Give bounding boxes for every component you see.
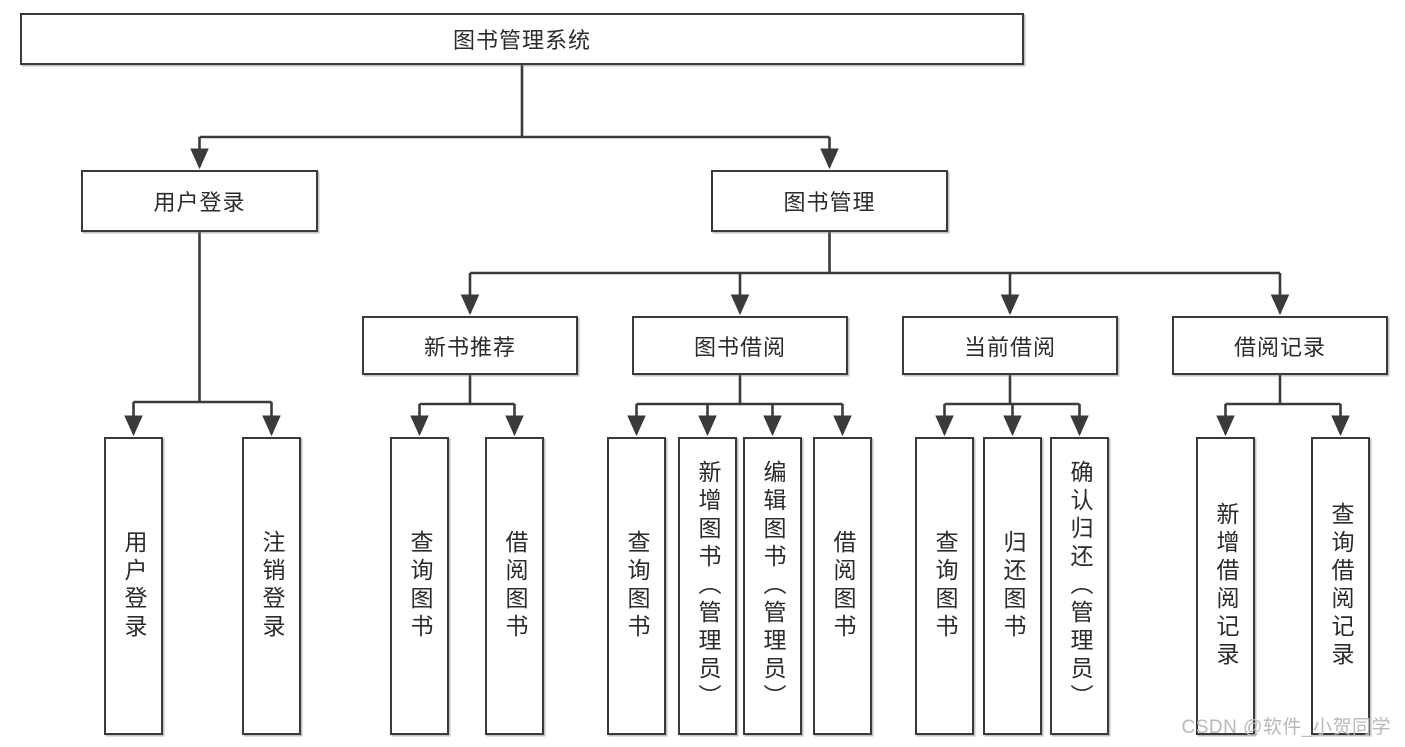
leaf-leaf-borrow-book-rec[interactable]: 借阅图书	[485, 437, 544, 735]
node-book-manage[interactable]: 图书管理	[711, 170, 948, 232]
node-label: 确认归还（管理员）	[1067, 460, 1093, 712]
leaf-leaf-return-book[interactable]: 归还图书	[983, 437, 1042, 735]
node-label: 查询图书	[407, 530, 433, 642]
node-label: 用户登录	[153, 190, 246, 215]
leaf-leaf-query-record[interactable]: 查询借阅记录	[1311, 437, 1370, 735]
node-borrow-record[interactable]: 借阅记录	[1172, 316, 1388, 375]
node-label: 借阅记录	[1233, 334, 1326, 360]
leaf-leaf-borrow-book[interactable]: 借阅图书	[813, 437, 872, 735]
node-label: 新增借阅记录	[1213, 502, 1239, 670]
node-label: 查询图书	[624, 530, 650, 642]
node-user-login[interactable]: 用户登录	[81, 170, 318, 232]
leaf-leaf-query-book-cur[interactable]: 查询图书	[915, 437, 974, 735]
leaf-leaf-confirm-return[interactable]: 确认归还（管理员）	[1050, 437, 1109, 735]
node-label: 查询图书	[932, 530, 958, 642]
node-label: 新增图书（管理员）	[695, 460, 721, 712]
node-label: 当前借阅	[963, 334, 1056, 360]
node-label: 归还图书	[1000, 530, 1026, 642]
node-label: 借阅图书	[502, 530, 528, 642]
node-label: 图书管理系统	[452, 28, 591, 53]
node-root[interactable]: 图书管理系统	[20, 13, 1024, 65]
leaf-leaf-add-record[interactable]: 新增借阅记录	[1196, 437, 1255, 735]
node-label: 用户登录	[121, 530, 147, 642]
node-label: 图书管理	[783, 190, 876, 215]
node-label: 借阅图书	[830, 530, 856, 642]
node-label: 查询借阅记录	[1328, 502, 1354, 670]
leaf-leaf-user-logout[interactable]: 注销登录	[242, 437, 301, 735]
node-label: 编辑图书（管理员）	[760, 460, 786, 712]
node-book-borrow[interactable]: 图书借阅	[632, 316, 848, 375]
node-label: 新书推荐	[423, 334, 516, 360]
node-new-book-rec[interactable]: 新书推荐	[362, 316, 578, 375]
leaf-leaf-edit-book[interactable]: 编辑图书（管理员）	[743, 437, 802, 735]
leaf-leaf-query-book-rec[interactable]: 查询图书	[390, 437, 449, 735]
leaf-leaf-add-book[interactable]: 新增图书（管理员）	[678, 437, 737, 735]
leaf-leaf-user-login[interactable]: 用户登录	[104, 437, 163, 735]
node-current-borrow[interactable]: 当前借阅	[902, 316, 1118, 375]
node-label: 图书借阅	[693, 334, 786, 360]
leaf-leaf-query-book[interactable]: 查询图书	[607, 437, 666, 735]
node-label: 注销登录	[259, 530, 285, 642]
